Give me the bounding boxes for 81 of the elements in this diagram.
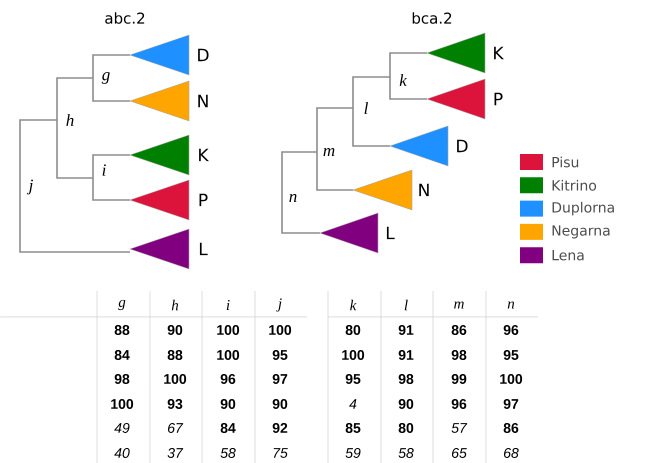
table-cell: 96 [452,399,466,409]
table-cell: 85 [346,423,360,433]
legend-label: Lena [552,250,584,260]
table-cell: 65 [452,448,467,458]
tree-title: bca.2 [412,12,452,24]
node-letter: i [102,164,106,176]
clade-letter: N [198,94,208,108]
legend-label: Kitrino [552,180,596,191]
table-cell: 90 [168,325,182,335]
table-cell: 80 [346,325,360,335]
table-cell: 95 [504,350,518,360]
table-cell: 80 [398,423,414,433]
table-cell: 96 [220,374,236,384]
table-cell: 58 [398,448,414,458]
node-letter: k [400,74,408,86]
table-cell: 59 [346,448,360,458]
table-cell: 97 [504,399,518,409]
table-cell: 92 [272,423,288,433]
clade-letter: L [200,242,208,256]
clade-letter: K [494,46,504,60]
table-cell: 90 [398,399,414,409]
table-cell: 86 [452,325,466,335]
legend-label: Pisu [552,156,578,168]
node-letter: h [66,114,74,126]
column-header: i [226,300,230,310]
table-cell: 96 [504,325,518,335]
table-cell: 98 [398,374,414,384]
node-letter: j [26,180,33,194]
column-header: k [350,300,357,310]
table-cell: 90 [220,399,236,409]
table-cell: 86 [504,423,518,433]
table-cell: 75 [274,448,288,458]
table-cell: 88 [168,350,182,360]
tree-title: abc.2 [105,12,144,24]
table-cell: 100 [269,325,292,335]
table-cell: 100 [342,350,364,360]
legend-label: Negarna [552,225,610,238]
clade-letter: N [419,184,429,196]
table-cell: 88 [114,325,130,335]
table-cell: 91 [398,350,414,360]
node-letter: n [289,194,297,202]
column-header: h [172,300,178,310]
table-cell: 95 [346,374,360,384]
node-letter: l [364,102,368,114]
table-cell: 84 [220,423,236,433]
column-header: j [276,298,282,312]
clade-letter: P [200,194,208,206]
clade-letter: K [199,148,209,162]
table-cell: 93 [168,399,182,409]
table-cell: 95 [272,350,288,360]
clade-letter: D [198,48,209,62]
column-header: l [404,300,408,310]
table-cell: 100 [111,399,134,409]
table-cell: 100 [217,325,240,335]
table-cell: 91 [398,325,414,335]
table-cell: 37 [168,448,184,458]
table-cell: 49 [114,423,130,433]
column-header: g [118,300,126,310]
clade-letter: D [457,140,468,152]
table-cell: 57 [452,423,468,433]
clade-letter: P [494,92,503,106]
table-cell: 100 [217,350,240,360]
table-cell: 97 [272,374,288,384]
table-cell: 84 [114,350,130,360]
column-header: m [454,301,464,309]
table-cell: 98 [452,350,466,360]
table-cell: 100 [164,374,186,384]
node-letter: g [102,72,110,84]
table-cell: 98 [114,374,130,384]
clade-letter: L [386,226,395,240]
column-header: n [508,301,514,309]
table-cell: 40 [114,448,130,458]
legend-label: Duplorna [552,202,614,216]
table-cell: 100 [500,374,522,384]
table-cell: 4 [349,399,356,409]
table-cell: 99 [452,374,466,384]
node-letter: m [323,148,334,156]
table-cell: 68 [504,448,519,458]
table-cell: 90 [272,399,288,409]
table-cell: 58 [220,448,236,458]
table-cell: 67 [168,423,184,433]
